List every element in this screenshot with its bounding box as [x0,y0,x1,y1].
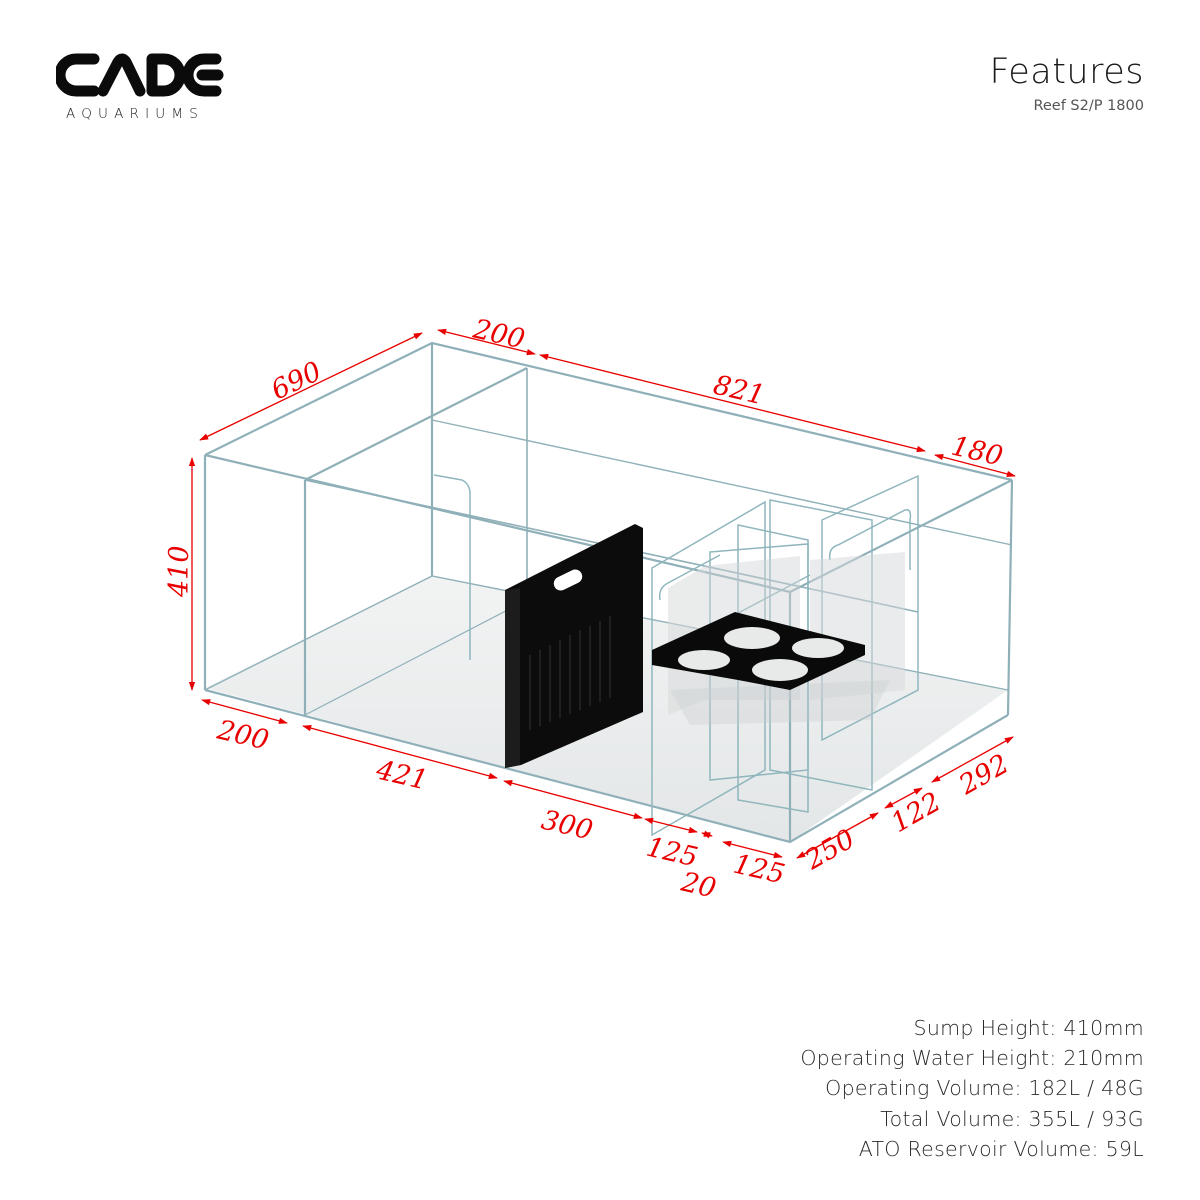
spec-operating-volume: Operating Volume: 182L / 48G [825,1076,1144,1101]
cade-logo-icon [56,53,224,97]
filter-sock-tray [652,612,865,690]
dim-right-292: 292 [953,748,1014,801]
black-baffle-plate [505,524,643,768]
dim-top-200: 200 [469,313,527,355]
brand-logo: AQUARIUMS [56,50,226,130]
sock-hole-icon [792,638,844,658]
header: Features Reef S2/P 1800 [990,52,1145,114]
spec-total-volume: Total Volume: 355L / 93G [880,1106,1144,1131]
sock-hole-icon [724,627,780,649]
sock-hole-icon [678,650,730,670]
sock-hole-icon [752,659,808,681]
spec-list: Sump Height: 410mm Operating Water Heigh… [800,1013,1144,1164]
product-model: Reef S2/P 1800 [1033,98,1144,114]
dim-bottom-125b: 125 [730,849,787,891]
spec-sump-height: Sump Height: 410mm [913,1016,1144,1040]
dim-right-122: 122 [886,786,946,839]
dim-bottom-421: 421 [372,754,430,796]
page-title: Features [989,52,1144,92]
handle-cutout-icon [553,569,583,591]
dim-bottom-300: 300 [538,805,595,847]
dim-height-410: 410 [164,545,195,598]
spec-ato-reservoir-volume: ATO Reservoir Volume: 59L [858,1136,1144,1161]
dim-top-821: 821 [710,370,767,412]
dim-bottom-20: 20 [677,866,718,904]
dimension-lines [188,328,1016,859]
dim-bottom-200: 200 [213,714,271,756]
spec-operating-water-height: Operating Water Height: 210mm [800,1046,1144,1071]
brand-tagline: AQUARIUMS [66,106,204,122]
